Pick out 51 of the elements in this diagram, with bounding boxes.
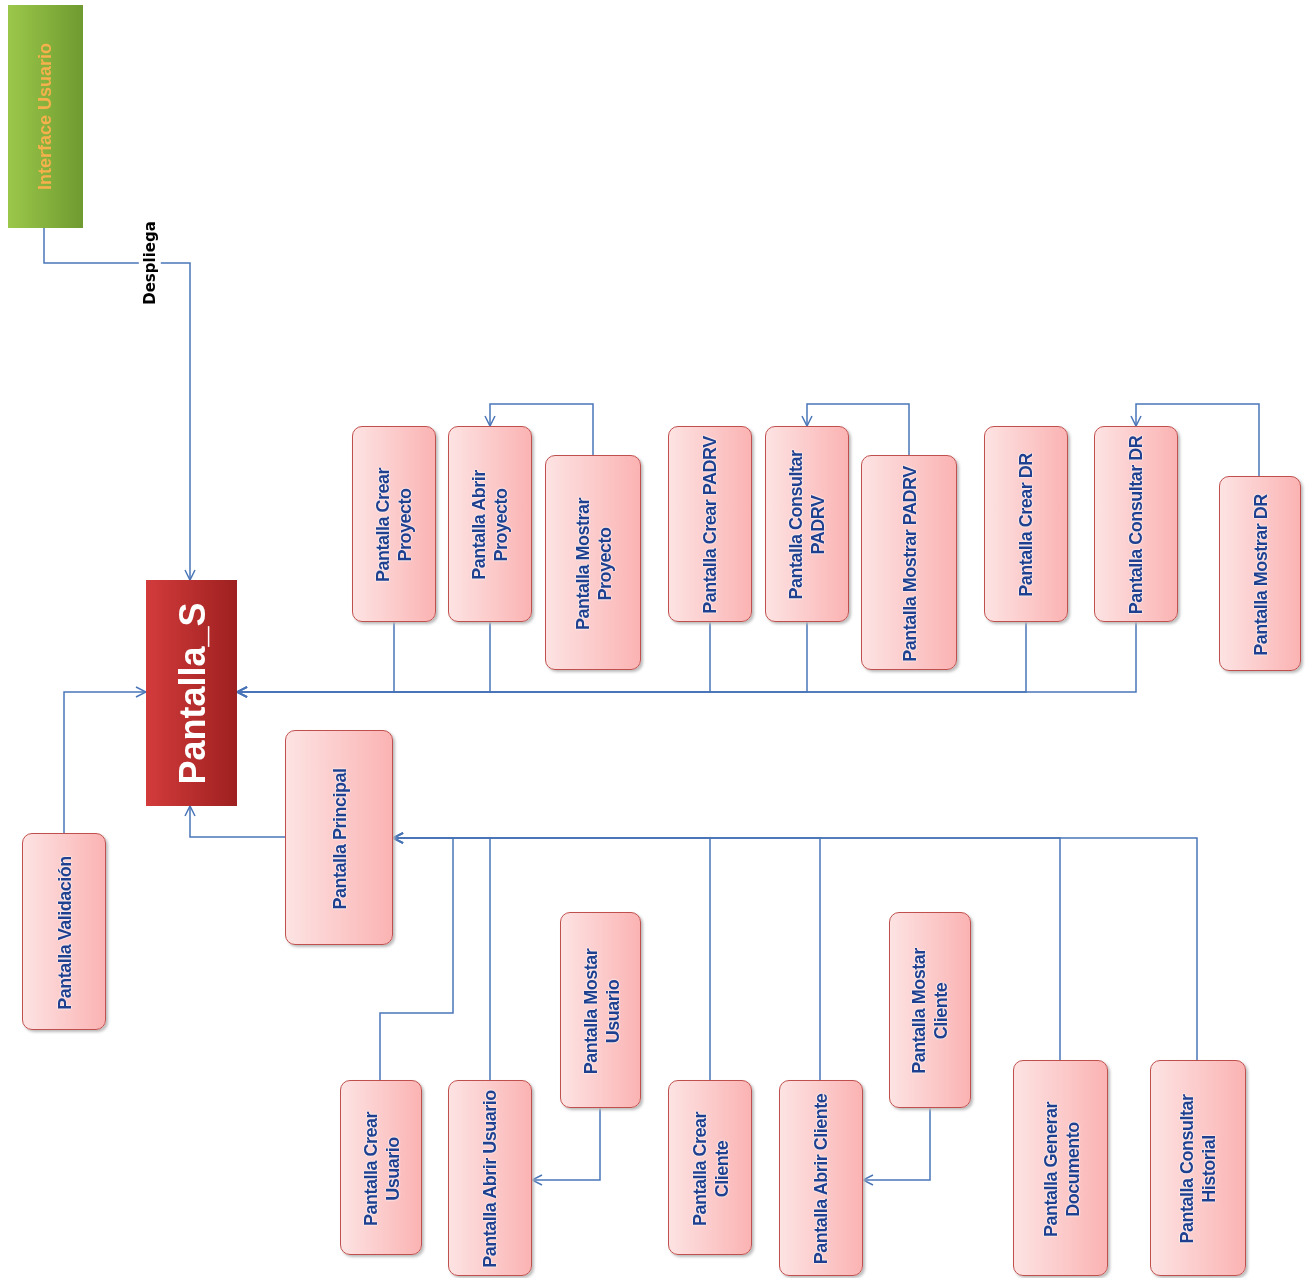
arrow [43,227,196,581]
arrow [484,403,594,456]
arrow [392,832,1198,1061]
node-label: Pantalla Validación [53,854,76,1012]
screen-box [1013,1060,1108,1276]
screen-box [889,912,971,1108]
node-label: Pantalla Consultar Historial [1176,1093,1220,1246]
screen-box [352,426,436,622]
screen-box [285,730,393,945]
node-label: Pantalla Crear Usuario [359,1110,403,1228]
node-label: Interface Usuario [34,41,56,193]
node-label: Pantalla Crear PADRV [699,435,722,616]
screen-box [779,1080,863,1276]
node-label: Pantalla Consultar DR [1125,434,1148,617]
arrow [1130,403,1260,477]
screen-box [448,1080,532,1276]
main-screen-box [146,580,237,806]
node-label: Pantalla Crear DR [1015,452,1038,599]
screen-box [340,1080,422,1255]
screen-box [1150,1060,1246,1276]
screen-box [545,455,641,670]
node-label: Pantalla_S [169,600,213,787]
screen-box [1219,476,1301,671]
screen-box [448,426,532,622]
screen-box [1094,426,1178,622]
node-label: Pantalla Abrir Usuario [479,1089,502,1270]
arrow [531,1107,601,1186]
screen-box [984,426,1068,622]
node-label: Pantalla Consultar PADRV [785,449,829,602]
arrow [801,403,910,456]
screen-box [765,426,849,622]
screen-box [560,912,641,1108]
screen-box [668,1080,752,1255]
node-label: Pantalla Mostrar DR [1249,492,1272,658]
node-label: Pantalla Mostrar PADRV [898,464,921,664]
node-label: Pantalla Abrir Proyecto [468,469,512,582]
arrow [184,805,286,838]
node-label: Pantalla Crear Cliente [688,1110,732,1228]
node-label: Pantalla Mostrar Proyecto [571,496,616,632]
node-label: Pantalla Principal [328,766,351,912]
node-label: Pantalla Mostar Usuario [578,947,623,1076]
node-label: Pantalla Generar Documento [1038,1100,1083,1239]
screen-box [668,426,752,622]
arrow [63,686,147,834]
screen-box [861,455,957,670]
interface-box [8,5,83,228]
screen-box [22,833,106,1030]
node-label: Pantalla Crear Proyecto [372,466,416,585]
arrow [862,1107,931,1186]
node-label: Pantalla Abrir Cliente [810,1092,833,1267]
node-label: Pantalla Mostar Cliente [908,947,952,1076]
